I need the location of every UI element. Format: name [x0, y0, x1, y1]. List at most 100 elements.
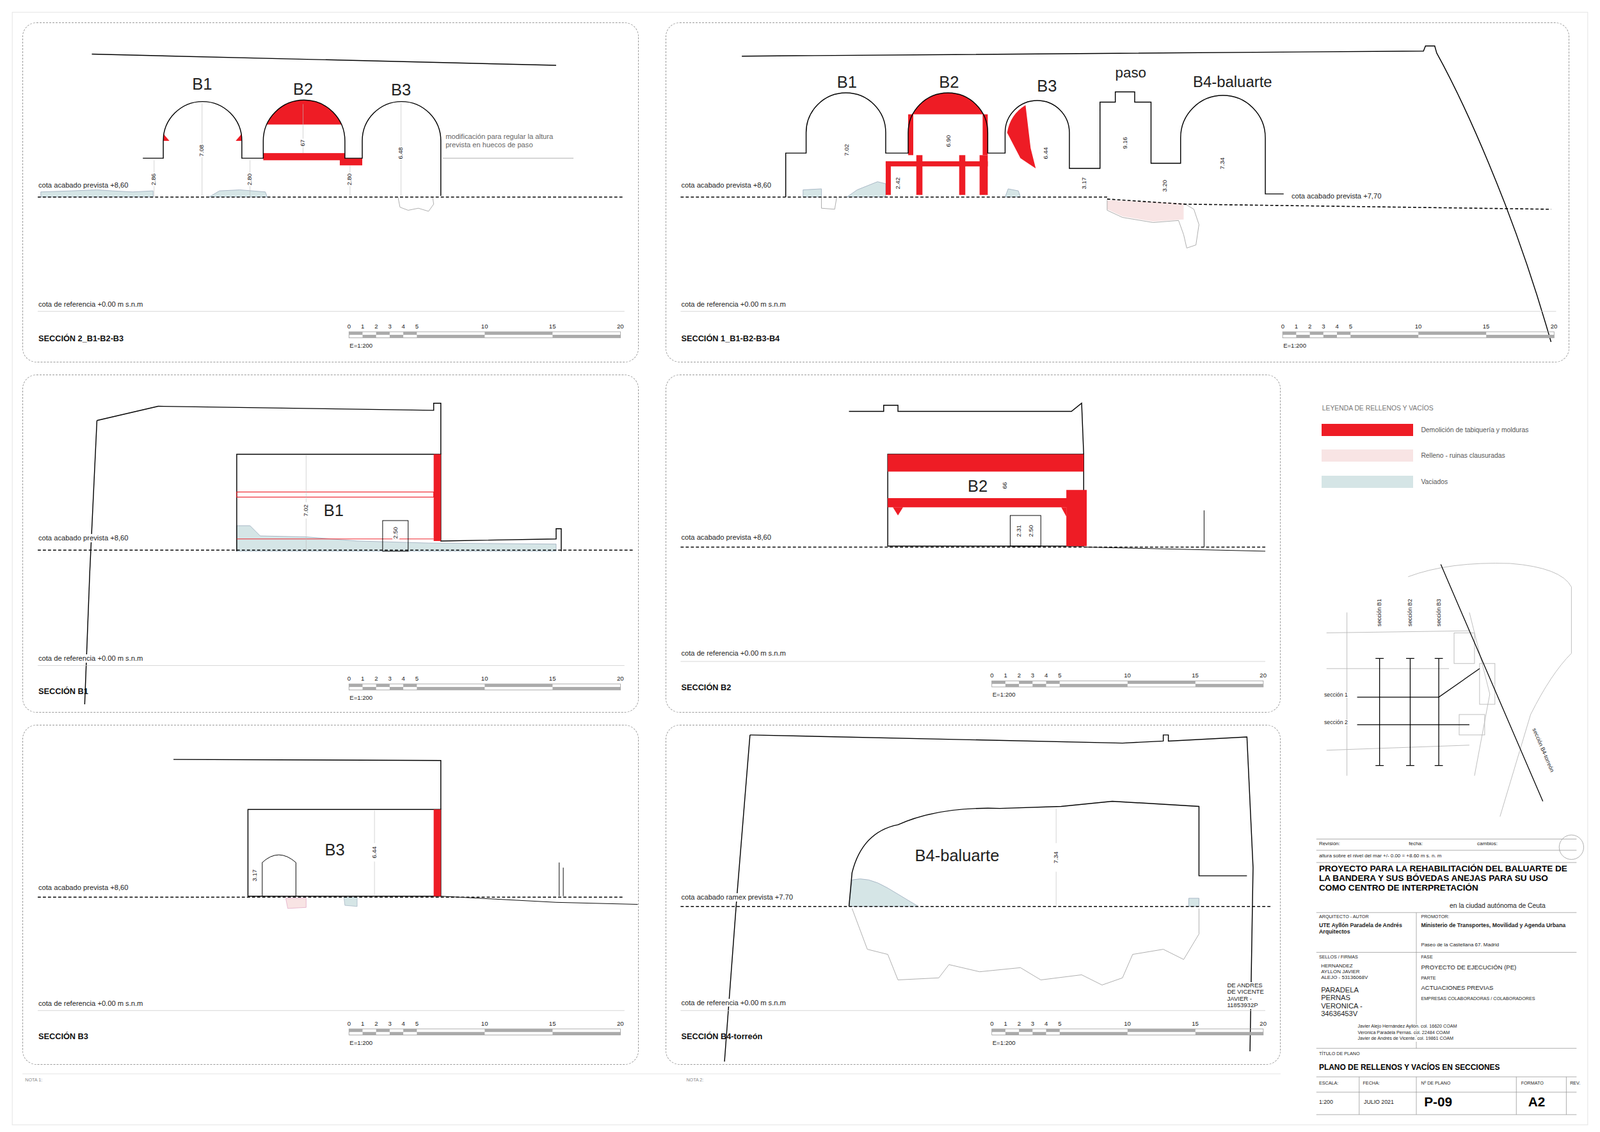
note: NOTA 1:	[24, 1077, 43, 1083]
drawing-path	[803, 181, 1021, 198]
scale-number: 2	[1307, 323, 1312, 331]
field-label: SELLOS / FIRMAS	[1318, 954, 1359, 960]
scale-number: 4	[1043, 1020, 1049, 1028]
scale-number: 4	[401, 675, 406, 683]
field-label: REV.	[1569, 1080, 1581, 1087]
dimension: 2.80	[246, 172, 254, 187]
drawing-path	[22, 1073, 1281, 1074]
scale-number: 20	[1258, 672, 1268, 680]
drawing-path	[37, 896, 625, 898]
dimension: 2.31	[1015, 524, 1023, 538]
level-note: cota acabado prevista +8,60	[680, 533, 772, 541]
scale-number: 2	[373, 675, 379, 683]
vault-name: paso	[1114, 65, 1147, 82]
dimension: 3.17	[1080, 176, 1088, 191]
drawing-path	[1357, 564, 1544, 802]
drawing-path	[1107, 199, 1552, 210]
scale-number: 2	[373, 323, 379, 331]
legend-swatch	[1321, 449, 1414, 462]
scale-number: 10	[480, 323, 489, 331]
drawing-path	[236, 453, 562, 551]
vault-name: B3	[1036, 76, 1058, 95]
scale-number: 1	[1002, 672, 1008, 680]
drawing-path	[1107, 199, 1184, 221]
drawing-rect	[263, 152, 345, 160]
drawing-path	[892, 506, 1067, 516]
dimension: 6.44	[371, 845, 379, 859]
dimension: 7.34	[1219, 156, 1227, 171]
dimension: 7.08	[198, 144, 206, 158]
signature: PARADELA PERNAS VERONICA - 34636453V	[1320, 985, 1378, 1017]
drawing-path	[442, 158, 574, 159]
scale-number: 20	[616, 1020, 625, 1028]
drawing-path	[37, 549, 635, 551]
dimension: 2.86	[150, 172, 158, 187]
level-note: cota acabado prevista +8,60	[37, 181, 129, 189]
drawing-circle	[1559, 834, 1584, 859]
drawing-path	[343, 896, 358, 906]
sheet-frame	[12, 12, 1588, 1125]
field-value: ACTUACIONES PREVIAS	[1420, 984, 1494, 992]
signature-note: Javier de Andrés de Vicente. col. 19861 …	[1357, 1036, 1455, 1042]
vault-name: B2	[292, 80, 314, 98]
dimension: 7.02	[843, 143, 851, 157]
field-label: Revisión:	[1318, 840, 1341, 847]
drawing-path	[680, 311, 1556, 312]
drawing-rect	[433, 808, 441, 896]
dimension: 67	[299, 138, 307, 148]
section-panel: SECCIÓN B3	[22, 724, 639, 1065]
field-label: PROMOTOR:	[1420, 914, 1450, 920]
drawing-rect	[916, 154, 923, 195]
drawing-path	[680, 661, 1266, 662]
dimension: 6.90	[945, 133, 953, 148]
field-value: 1:200	[1318, 1098, 1334, 1106]
scale-number: 0	[346, 323, 352, 331]
field-label: FORMATO	[1520, 1080, 1545, 1087]
scale-number: 5	[414, 675, 420, 683]
drawing-path	[680, 196, 1107, 198]
section-b4-drawing	[680, 734, 1271, 1062]
scale-number: 3	[1030, 672, 1035, 680]
section-caption: SECCIÓN B1	[38, 686, 89, 696]
key-map	[1326, 563, 1572, 817]
level-note: cota de referencia +0.00 m s.n.m	[680, 300, 786, 308]
scale-label: E=1:200	[1282, 342, 1307, 350]
dimension: 9.16	[1121, 136, 1129, 150]
vault-name: B2	[938, 72, 960, 91]
drawing-path	[40, 190, 153, 198]
drawing-path	[262, 854, 297, 896]
drawing-path	[236, 525, 557, 552]
scale-number: 3	[1320, 323, 1326, 331]
field-label: cambios:	[1476, 840, 1499, 847]
drawing-path	[849, 878, 1200, 907]
scale-number: 1	[1002, 1020, 1008, 1028]
level-note: cota de referencia +0.00 m s.n.m	[37, 300, 144, 308]
scale-number: 10	[1414, 323, 1423, 331]
drawing-path	[96, 403, 441, 455]
scale-number: 10	[1123, 672, 1132, 680]
drawing-path	[1086, 510, 1266, 552]
drawing-path	[1316, 838, 1577, 1114]
drawing-path	[37, 664, 625, 666]
scale-number: 15	[1191, 1020, 1200, 1028]
field-value: Ministerio de Transportes, Movilidad y A…	[1420, 922, 1575, 929]
vault-name: B1	[323, 501, 345, 520]
sheet-number: P-09	[1423, 1094, 1453, 1110]
drawing-path	[680, 1009, 1266, 1011]
scale-number: 4	[1043, 672, 1049, 680]
drawing-path	[1375, 657, 1443, 765]
level-note: cota acabado ramex prevista +7.70	[680, 892, 794, 901]
drawing-rect	[887, 497, 1084, 507]
scale-number: 1	[360, 675, 365, 683]
scale-label: E=1:200	[348, 694, 374, 702]
legend-swatch	[1321, 423, 1414, 436]
scale-number: 10	[1123, 1020, 1132, 1028]
scale-number: 5	[1057, 1020, 1062, 1028]
scale-label: E=1:200	[992, 691, 1017, 699]
dimension: 6.48	[397, 146, 405, 160]
drawing-path	[912, 92, 984, 114]
drawing-path	[849, 403, 1085, 455]
dimension: 2.42	[894, 176, 902, 191]
drawing-path	[1007, 104, 1037, 169]
scale-number: 4	[1334, 323, 1339, 331]
